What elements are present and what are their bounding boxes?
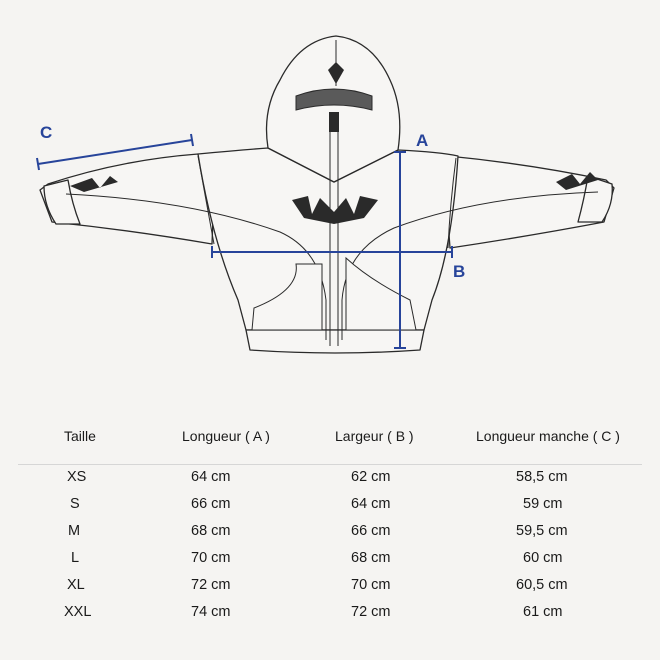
cell-size: M	[68, 523, 81, 539]
cell-sleeve: 58,5 cm	[516, 469, 568, 485]
left-pocket	[251, 263, 323, 331]
cell-width: 62 cm	[351, 469, 391, 485]
cell-width: 66 cm	[351, 523, 391, 539]
right-pocket	[345, 256, 417, 331]
cell-width: 70 cm	[351, 577, 391, 593]
table-row: M 68 cm 66 cm 59,5 cm	[0, 523, 660, 545]
cell-length: 72 cm	[191, 577, 231, 593]
hoodie-body	[197, 147, 459, 331]
left-cuff	[43, 179, 81, 225]
cell-width: 68 cm	[351, 550, 391, 566]
cell-sleeve: 59 cm	[523, 496, 563, 512]
dimension-a-label: A	[416, 131, 428, 150]
hoodie-flat-drawing: A B C	[36, 35, 615, 354]
table-row: XL 72 cm 70 cm 60,5 cm	[0, 577, 660, 599]
cell-length: 68 cm	[191, 523, 231, 539]
zipper-pull	[329, 112, 339, 132]
header-width: Largeur ( B )	[335, 428, 414, 444]
hem-band	[245, 329, 425, 354]
cell-size: L	[71, 550, 80, 566]
dimension-b-label: B	[453, 262, 465, 281]
right-sleeve-graphic	[556, 172, 598, 190]
hood-lining	[295, 88, 373, 111]
header-length: Longueur ( A )	[182, 428, 270, 444]
dimension-c-line	[37, 139, 193, 165]
header-sleeve: Longueur manche ( C )	[476, 428, 620, 444]
cell-length: 70 cm	[191, 550, 231, 566]
table-row: S 66 cm 64 cm 59 cm	[0, 496, 660, 518]
table-header-row: Taille Longueur ( A ) Largeur ( B ) Long…	[0, 428, 660, 450]
left-armhole-seam	[197, 155, 215, 245]
table-row: XS 64 cm 62 cm 58,5 cm	[0, 469, 660, 491]
cell-length: 74 cm	[191, 604, 231, 620]
left-sleeve-graphic	[70, 176, 118, 192]
cell-sleeve: 60 cm	[523, 550, 563, 566]
cell-size: S	[70, 496, 80, 512]
cell-size: XS	[67, 469, 87, 485]
cell-size: XL	[67, 577, 85, 593]
cell-sleeve: 61 cm	[523, 604, 563, 620]
right-cuff	[577, 175, 613, 223]
table-divider	[18, 464, 642, 465]
cell-length: 66 cm	[191, 496, 231, 512]
table-row: L 70 cm 68 cm 60 cm	[0, 550, 660, 572]
dimension-c-label: C	[40, 123, 52, 142]
cell-size: XXL	[64, 604, 92, 620]
size-chart-table: Taille Longueur ( A ) Largeur ( B ) Long…	[0, 418, 660, 648]
cell-sleeve: 60,5 cm	[516, 577, 568, 593]
cell-width: 72 cm	[351, 604, 391, 620]
chest-graphic	[292, 196, 378, 224]
hood	[265, 35, 401, 183]
cell-sleeve: 59,5 cm	[516, 523, 568, 539]
cell-width: 64 cm	[351, 496, 391, 512]
right-armhole-seam	[447, 157, 457, 249]
header-size: Taille	[64, 428, 96, 444]
cell-length: 64 cm	[191, 469, 231, 485]
hood-logo	[328, 62, 344, 84]
table-row: XXL 74 cm 72 cm 61 cm	[0, 604, 660, 626]
